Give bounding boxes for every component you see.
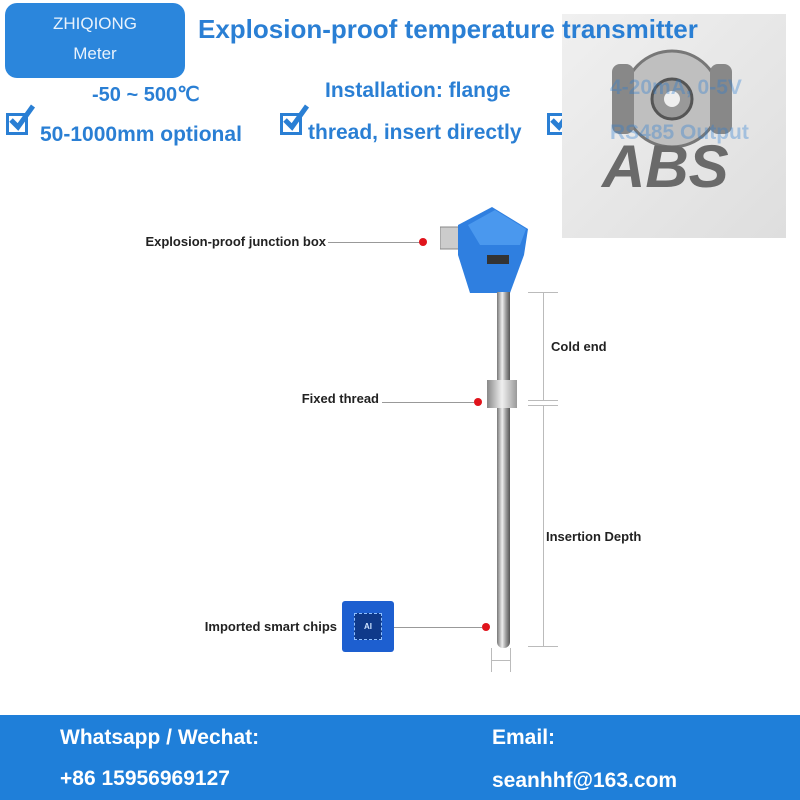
dimension-tick bbox=[528, 646, 558, 647]
junction-box bbox=[439, 205, 530, 293]
product-title: Explosion-proof temperature transmitter bbox=[198, 14, 698, 44]
contact-footer: Whatsapp / Wechat: +86 15956969127 Email… bbox=[0, 715, 800, 800]
feature-installation: Installation: flange bbox=[325, 79, 511, 102]
feature-output-signal: 4-20mA, 0-5V bbox=[610, 76, 742, 99]
dimension-line bbox=[543, 292, 544, 400]
leader-line bbox=[394, 627, 482, 628]
fixed-thread-nut bbox=[487, 380, 517, 408]
feature-rs485: RS485 Output bbox=[610, 121, 749, 144]
abs-logo-image: ABS 4-20mA, 0-5V RS485 Output bbox=[562, 14, 786, 238]
dimension-tick bbox=[528, 405, 558, 406]
marker-dot bbox=[482, 623, 490, 631]
junction-box-label: Explosion-proof junction box bbox=[145, 234, 326, 249]
marker-dot bbox=[419, 238, 427, 246]
phone-number: +86 15956969127 bbox=[60, 767, 230, 790]
dimension-tick bbox=[528, 292, 558, 293]
fixed-thread-label: Fixed thread bbox=[301, 391, 379, 406]
smart-chips-label: Imported smart chips bbox=[204, 619, 337, 634]
feature-length: 50-1000mm optional bbox=[40, 123, 242, 146]
checkbox-icon bbox=[6, 104, 36, 135]
chip-icon: AI bbox=[342, 601, 394, 652]
feature-temperature-range: -50 ~ 500℃ bbox=[92, 84, 200, 106]
brand-name: ZHIQIONG bbox=[52, 14, 138, 33]
email-address: seanhhf@163.com bbox=[492, 769, 678, 792]
email-label: Email: bbox=[492, 726, 556, 749]
chip-label: AI bbox=[354, 613, 382, 640]
whatsapp-label: Whatsapp / Wechat: bbox=[60, 726, 260, 749]
feature-installation-methods: thread, insert directly bbox=[308, 121, 522, 144]
brand-subtitle: Meter bbox=[73, 44, 117, 63]
insertion-depth-label: Insertion Depth bbox=[546, 529, 642, 544]
diameter-line bbox=[491, 660, 511, 661]
brand-logo: ZHIQIONG Meter bbox=[5, 3, 185, 78]
marker-dot bbox=[474, 398, 482, 406]
leader-line bbox=[382, 402, 474, 403]
abs-logo-text: ABS bbox=[602, 133, 729, 200]
dimension-tick bbox=[528, 400, 558, 401]
cold-end-label: Cold end bbox=[551, 339, 607, 354]
leader-line bbox=[328, 242, 420, 243]
checkbox-icon bbox=[280, 104, 310, 135]
probe-rod bbox=[497, 292, 510, 648]
dimension-line bbox=[543, 405, 544, 646]
brake-disc-icon bbox=[612, 49, 732, 149]
